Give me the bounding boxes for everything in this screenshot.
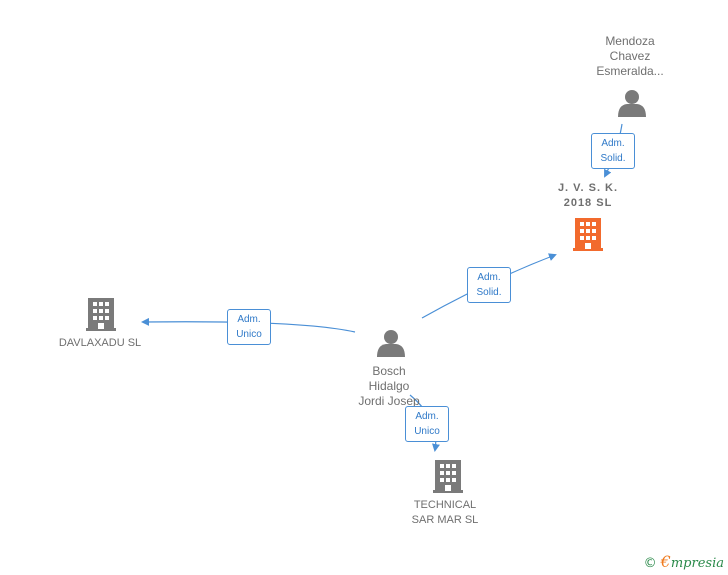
node-label-jvsk[interactable]: J. V. S. K. 2018 SL <box>557 182 619 209</box>
node-label-bosch[interactable]: Bosch Hidalgo Jordi Josep <box>358 364 420 408</box>
building-icon-technical[interactable] <box>433 460 463 493</box>
node-label-technical[interactable]: TECHNICAL SAR MAR SL <box>411 499 479 526</box>
relation-type: Solid. <box>476 287 502 298</box>
person-icon-mendoza[interactable] <box>618 90 646 117</box>
footer-brand[interactable]: ©€mpresia <box>644 552 724 571</box>
relation-role: Adm. <box>601 138 625 149</box>
relation-role: Adm. <box>415 411 439 422</box>
relation-type: Unico <box>414 426 440 437</box>
brand-logo-text: mpresia <box>670 556 724 571</box>
building-icon-jvsk[interactable] <box>573 218 603 251</box>
relation-role: Adm. <box>237 314 261 325</box>
relation-badge-bosch-technical: Adm. Unico <box>405 406 449 442</box>
relation-badge-mendoza-jvsk: Adm. Solid. <box>591 133 635 169</box>
person-icon-bosch[interactable] <box>377 330 405 357</box>
relation-type: Unico <box>236 329 262 340</box>
building-icon-davlaxadu[interactable] <box>86 298 116 331</box>
brand-logo-initial: € <box>660 552 671 571</box>
node-label-davlaxadu[interactable]: DAVLAXADU SL <box>58 337 142 349</box>
edge-bosch-to-davlaxadu <box>141 317 356 333</box>
relation-badge-bosch-jvsk: Adm. Solid. <box>467 267 511 303</box>
node-label-mendoza[interactable]: Mendoza Chavez Esmeralda... <box>596 34 664 78</box>
relation-type: Solid. <box>600 153 626 164</box>
relation-role: Adm. <box>477 272 501 283</box>
relation-badge-bosch-davlaxadu: Adm. Unico <box>227 309 271 345</box>
copyright-symbol: © <box>643 556 657 571</box>
